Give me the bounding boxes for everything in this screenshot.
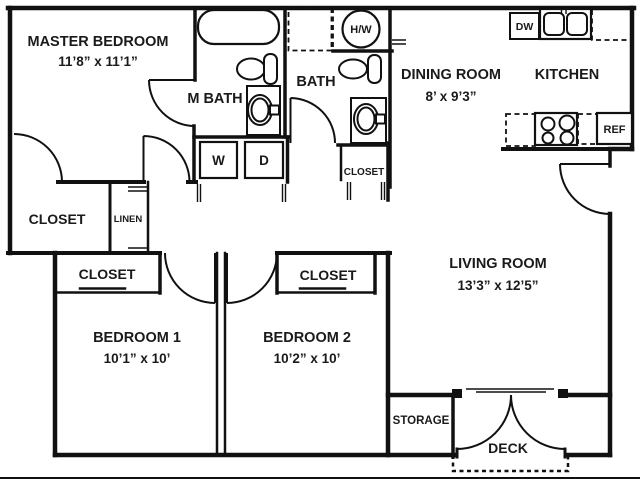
bath-fixtures [287,7,387,144]
deck-french-doors [452,388,568,459]
master-bedroom-door [142,135,191,183]
bathtub [196,8,281,46]
master-bedroom-label: MASTER BEDROOM 11’8” x 11’1” [28,34,169,69]
sink-faucet [375,113,386,125]
bath-door [289,97,336,144]
master-closet-door-arc [13,133,63,183]
master-bath-door [148,79,196,127]
shower-dashed [287,7,333,52]
burner [540,116,556,132]
counter-dashed [577,113,598,145]
sink-bowl-right [566,12,588,36]
refrigerator-label: REF [604,124,626,136]
m-bath-label: M BATH [187,91,242,107]
counter-dashed [591,8,633,41]
dining-room-label: DINING ROOM 8’ x 9’3” [401,67,501,104]
kitchen-fixtures [505,7,634,147]
deck-door-post [558,389,568,398]
laundry-jamb-marks [196,184,287,202]
bath-closet-jamb-marks [346,182,386,200]
burner [558,114,576,132]
linen-label: LINEN [114,214,143,225]
bath-label: BATH [296,74,335,90]
room-dims: 11’8” x 11’1” [58,54,138,69]
dishwasher-box [509,12,540,40]
dryer-label: D [259,153,269,168]
toilet-tank [367,54,382,84]
deck-door-post [452,389,462,398]
burner [559,130,575,146]
washer-box [198,140,239,180]
sink-faucet [269,104,280,116]
bedroom-1-label: BEDROOM 1 10’1” x 10’ [93,330,181,366]
bedroom-2-label: BEDROOM 2 10’2” x 10’ [263,330,351,366]
refrigerator-box [595,111,634,146]
room-dims: 10’1” x 10’ [104,351,171,366]
bedroom-2-closet-label: CLOSET [300,267,357,283]
room-name: BEDROOM 2 [263,330,351,346]
dining-jamb-marks [392,39,406,45]
bedroom-2-door [226,252,278,304]
dishwasher-label: DW [516,21,534,33]
interior-walls [53,6,614,459]
bedroom-1-closet-label: CLOSET [79,266,136,282]
sink-bowl-left [543,12,565,36]
room-name: DINING ROOM [401,67,501,83]
entry-door [559,163,611,215]
counter-dashed [505,113,536,147]
water-heater-circle [341,9,381,49]
toilet-tank [263,53,278,85]
master-bath-fixtures [196,8,281,136]
shelf-and-jamb-marks [128,39,406,253]
bedroom-1-door [164,252,216,304]
toilet-bowl [236,57,266,81]
room-dims: 10’2” x 10’ [274,351,341,366]
toilet-bowl [338,58,368,80]
storage-label: STORAGE [393,415,450,427]
sink-basin-inner [250,97,270,123]
sink-faucet [560,9,567,14]
room-dims: 13’3” x 12’5” [457,278,538,293]
sink-basin-inner [356,106,376,132]
dryer-box [243,140,285,180]
laundry-fixtures [198,140,285,180]
washer-label: W [212,153,225,168]
doors [13,79,611,459]
water-heater-label: H/W [350,24,372,36]
room-name: LIVING ROOM [449,256,546,272]
burner [541,131,555,145]
kitchen-label: KITCHEN [535,67,599,83]
living-room-label: LIVING ROOM 13’3” x 12’5” [449,256,546,293]
bath-closet-label: CLOSET [344,167,385,178]
deck-dashed-outline [451,455,570,473]
linen-shelf-marks [128,186,147,253]
room-name: BEDROOM 1 [93,330,181,346]
master-closet-label: CLOSET [29,211,86,227]
room-name: MASTER BEDROOM [28,34,169,50]
room-dims: 8’ x 9’3” [425,89,476,104]
deck-label: DECK [488,440,528,456]
